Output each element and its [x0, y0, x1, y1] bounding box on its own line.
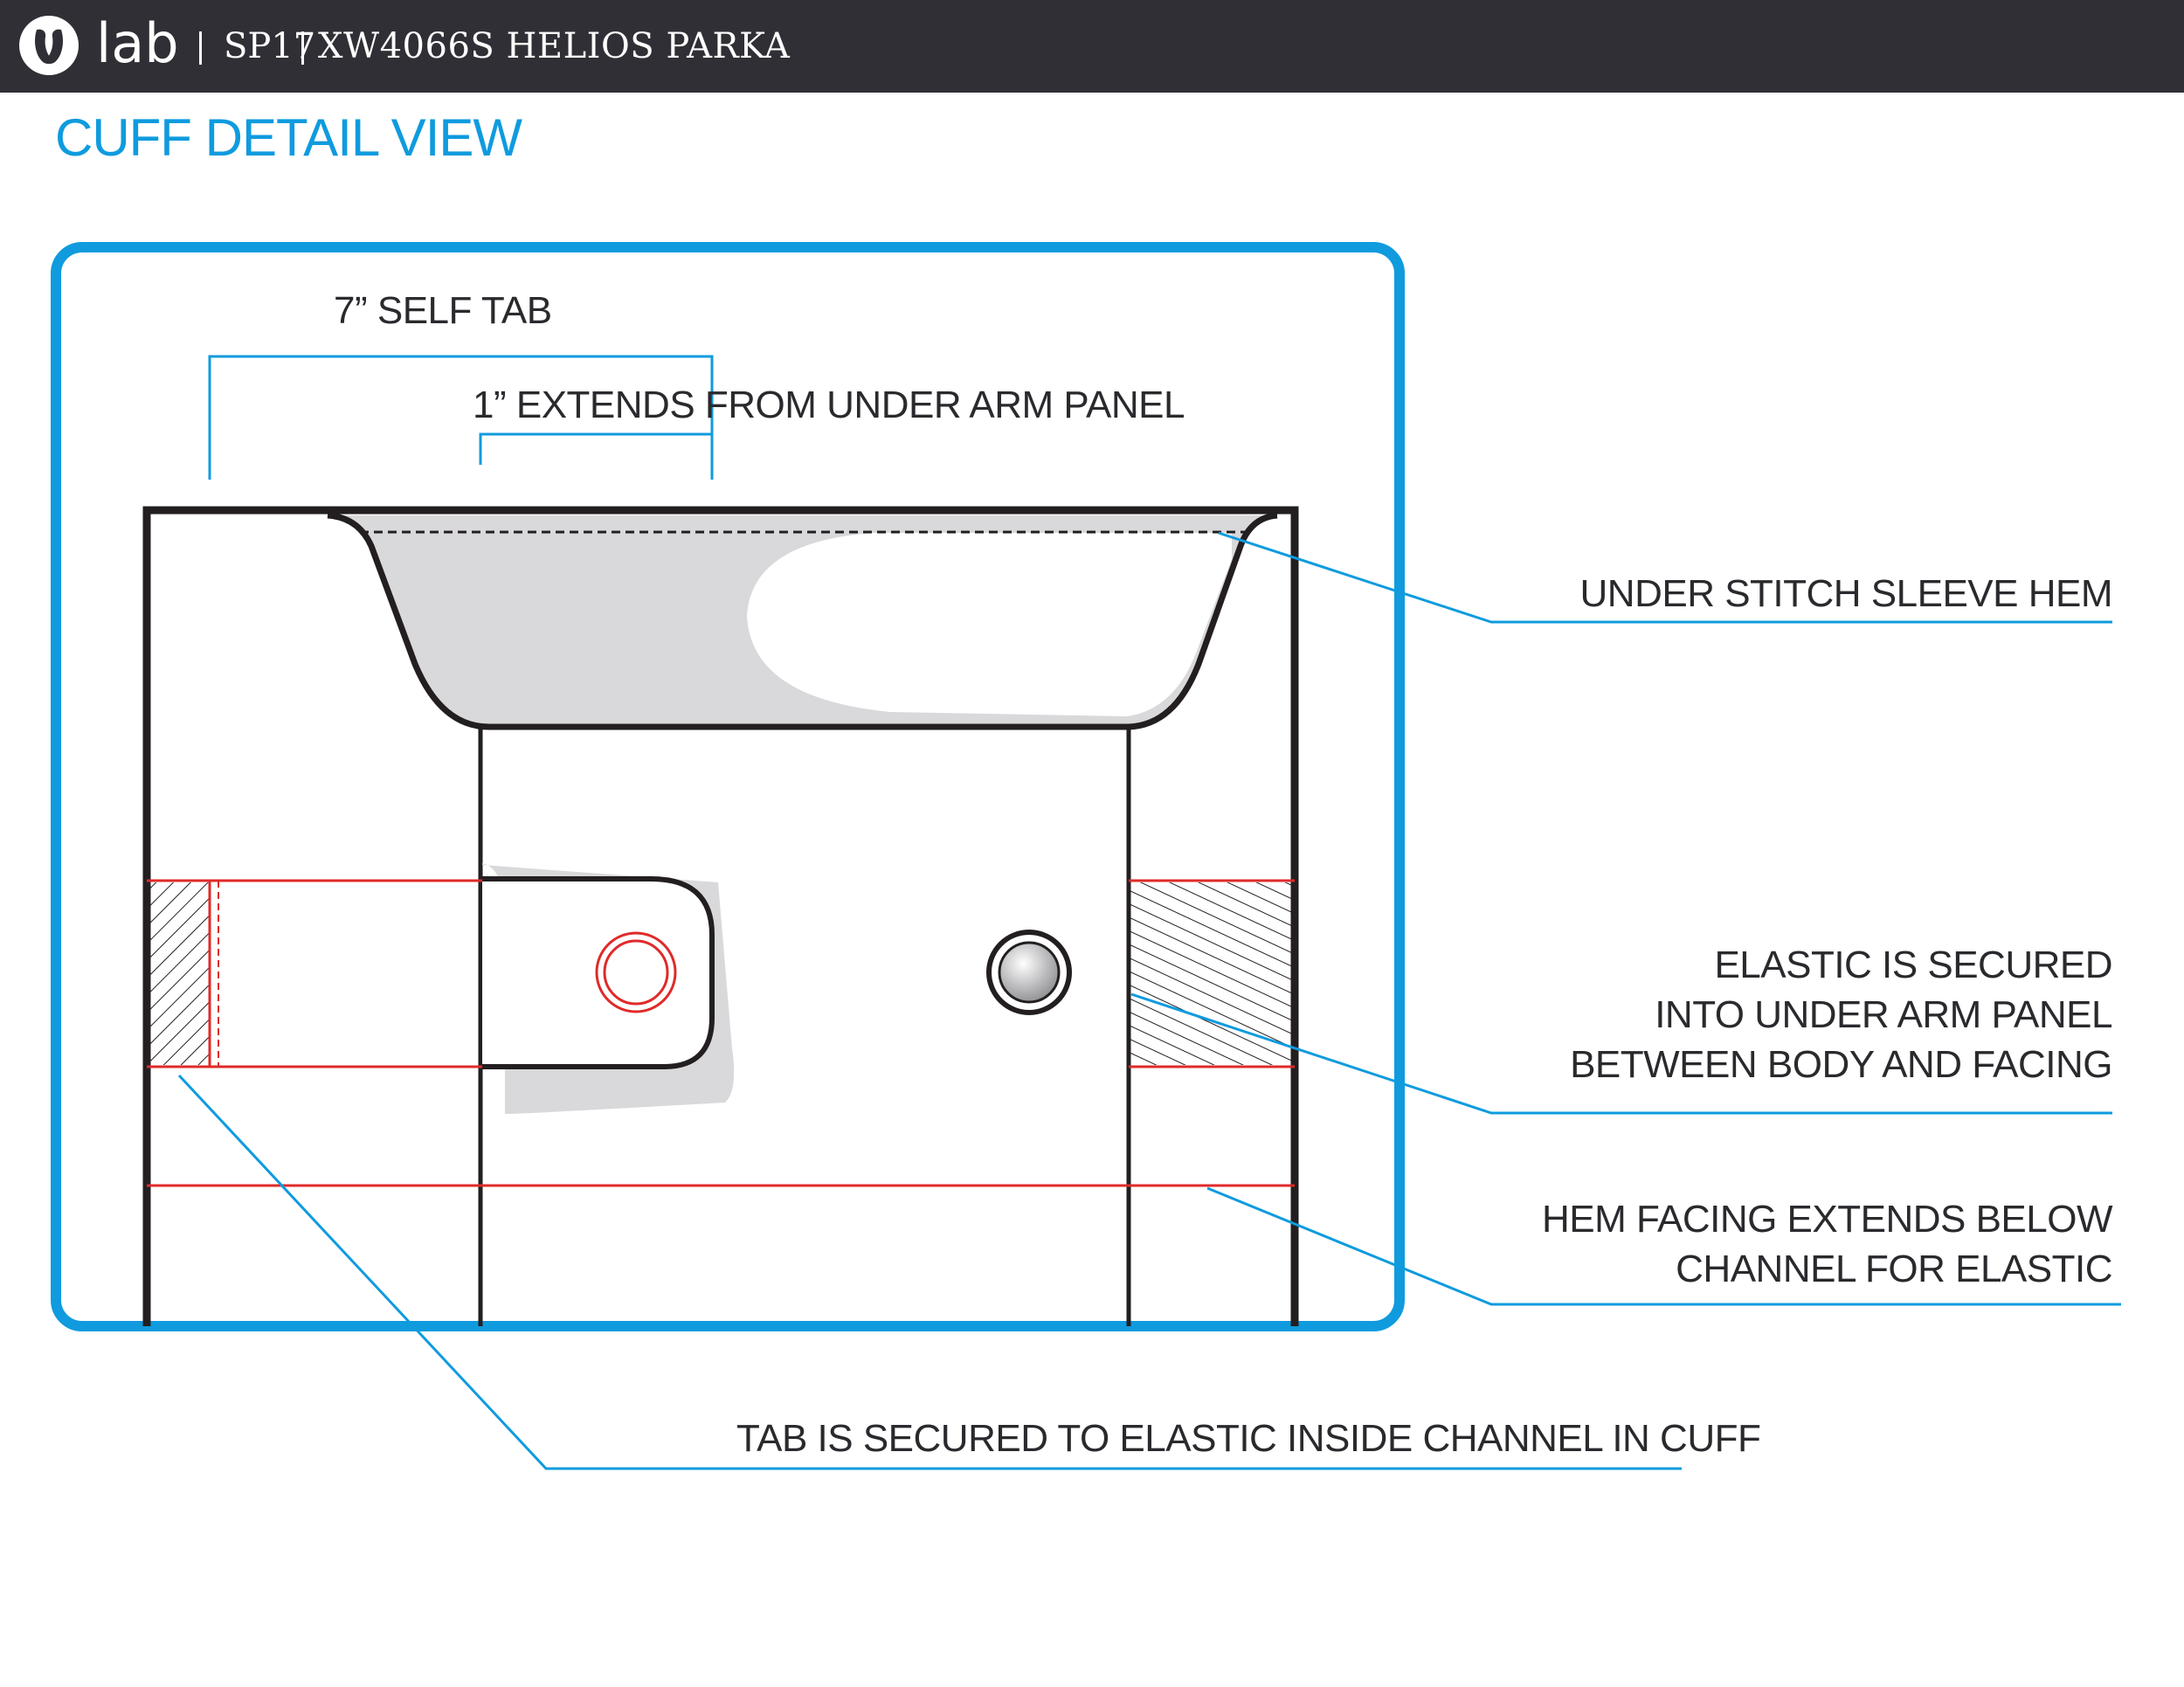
leader-hem-facing	[1206, 1186, 2121, 1306]
brand-name: lab	[96, 11, 179, 75]
extends-dimension	[479, 432, 714, 465]
elastic-hatch-left	[150, 882, 210, 1065]
product-name: XW4066S HELIOS PARKA	[318, 26, 791, 66]
leader-tab-secured	[177, 1074, 1682, 1470]
elastic-secured-label-line3: BETWEEN BODY AND FACING	[1570, 1043, 2112, 1086]
hem-facing-label-line1: HEM FACING EXTENDS BELOW	[1542, 1198, 2112, 1241]
tab-secured-label: TAB IS SECURED TO ELASTIC INSIDE CHANNEL…	[736, 1417, 1761, 1460]
page-title: CUFF DETAIL VIEW	[55, 108, 522, 167]
under-stitch-label: UNDER STITCH SLEEVE HEM	[1579, 572, 2113, 615]
extends-label: 1” EXTENDS FROM UNDER ARM PANEL	[473, 384, 1185, 426]
tab-snap-inner	[603, 939, 669, 1006]
leader-elastic-secured	[1130, 992, 2112, 1115]
header-divider	[301, 31, 304, 65]
elastic-secured-label-line1: ELASTIC IS SECURED	[1714, 944, 2112, 986]
detail-frame	[51, 242, 1405, 1331]
leader-under-stitch	[1218, 531, 2112, 624]
elastic-secured-label-line2: INTO UNDER ARM PANEL	[1655, 993, 2112, 1036]
self-tab-label: 7” SELF TAB	[334, 289, 552, 332]
lululemon-logo-icon	[19, 16, 79, 75]
sleeve-outline	[142, 506, 1299, 1326]
tab-snap-outer	[595, 931, 677, 1013]
sleeve-opening-outline	[327, 512, 1278, 730]
header-bar: lab SP17 XW4066S HELIOS PARKA	[0, 0, 2184, 93]
elastic-hatch-right	[1130, 882, 1291, 1065]
season-code: SP17	[224, 26, 316, 66]
header-divider	[199, 31, 202, 65]
hem-facing-label-line2: CHANNEL FOR ELASTIC	[1676, 1248, 2112, 1290]
sleeve-opening-highlight	[747, 533, 1232, 716]
self-tab-dimension	[208, 355, 714, 480]
